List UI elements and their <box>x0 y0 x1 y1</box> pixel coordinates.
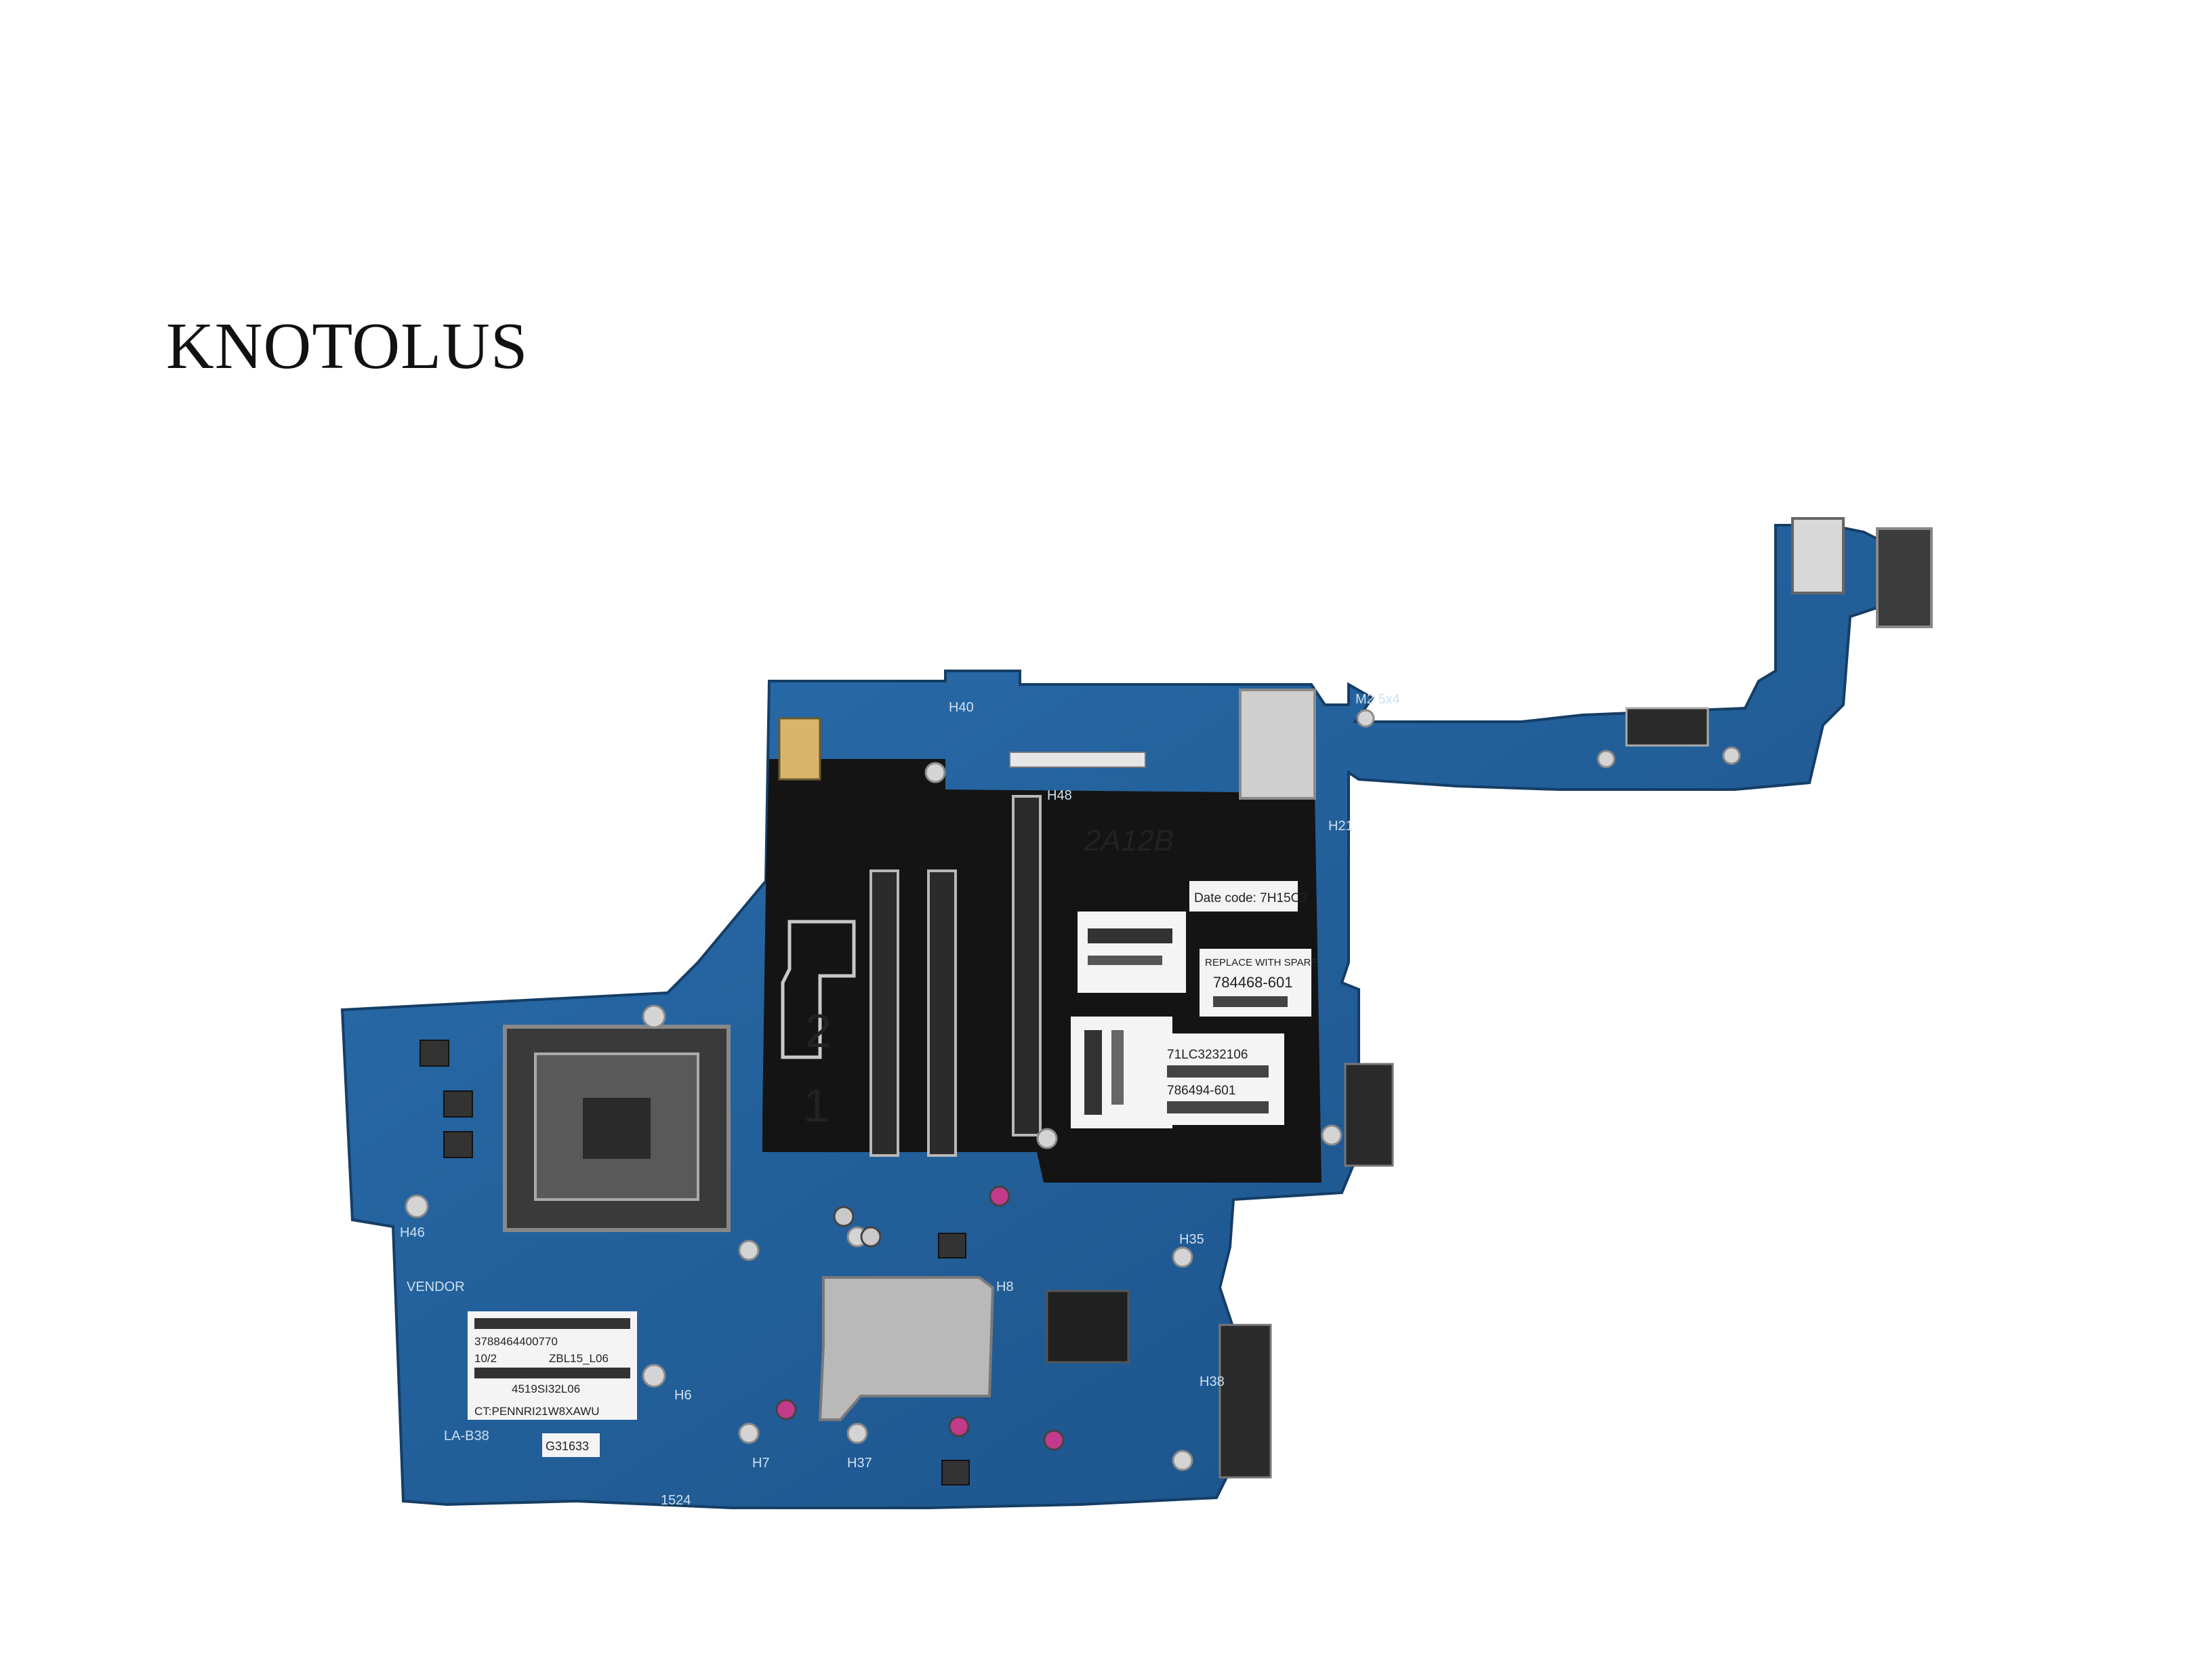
svg-text:4519SI32L06: 4519SI32L06 <box>512 1382 580 1395</box>
top-ribbon-connector <box>1009 752 1146 768</box>
slot-label-1: 1 <box>803 1079 830 1132</box>
silk-m2: M2 5x4 <box>1355 692 1400 707</box>
gpu-chip <box>1046 1290 1130 1364</box>
ram-slot-2 <box>927 869 957 1157</box>
silk-h6: H6 <box>674 1388 692 1403</box>
silk-h21: H21 <box>1328 819 1353 834</box>
cpu-socket-center <box>583 1098 651 1159</box>
svg-text:3788464400770: 3788464400770 <box>474 1335 558 1348</box>
sticker-replace-784468: REPLACE WITH SPARE 784468-601 <box>1200 949 1317 1017</box>
svg-text:CT:PENNRI21W8XAWU: CT:PENNRI21W8XAWU <box>474 1405 600 1418</box>
svg-text:784468-601: 784468-601 <box>1213 974 1292 991</box>
svg-text:71LC3232106: 71LC3232106 <box>1167 1048 1248 1062</box>
silk-vendor: VENDOR <box>407 1279 465 1294</box>
silk-h38: H38 <box>1200 1374 1225 1389</box>
svg-text:786494-601: 786494-601 <box>1167 1084 1235 1098</box>
inductors <box>419 1040 970 1486</box>
svg-text:10/2: 10/2 <box>474 1352 497 1365</box>
svg-text:ZBL15_L06: ZBL15_L06 <box>549 1352 609 1365</box>
silk-h46: H46 <box>400 1225 425 1240</box>
svg-text:REPLACE WITH SPARE: REPLACE WITH SPARE <box>1205 957 1317 968</box>
sticker-barcode-b <box>1071 1017 1172 1128</box>
sticker-barcode-a <box>1078 912 1186 993</box>
silk-h48: H48 <box>1047 788 1072 803</box>
slot-icon-outline <box>781 920 856 1059</box>
sticker-g31633: G31633 <box>542 1433 600 1457</box>
capacitors <box>775 1185 1065 1451</box>
usb-port <box>1791 517 1845 594</box>
silk-h7: H7 <box>752 1456 770 1471</box>
sticker-date-code: Date code: 7H15C3 <box>1189 881 1307 912</box>
power-jack <box>778 717 821 781</box>
sticker-71lc-786494: 71LC3232106 786494-601 <box>1162 1033 1284 1125</box>
ram-slot-3 <box>1012 795 1042 1136</box>
silk-la-b38: LA-B38 <box>444 1429 489 1443</box>
sticker-serial-label: 3788464400770 ZBL15_L06 10/2 4519SI32L06… <box>468 1311 637 1420</box>
handwritten-note: 2A12B <box>1084 824 1174 857</box>
slot-label-2: 2 <box>805 1004 832 1057</box>
silk-h8: H8 <box>996 1279 1014 1294</box>
silk-year: 1524 <box>661 1493 691 1508</box>
mounting-holes <box>405 709 1741 1471</box>
sata-connector-bottom <box>1218 1324 1272 1479</box>
brand-watermark: KNOTOLUS <box>166 310 529 383</box>
svg-text:G31633: G31633 <box>546 1439 589 1453</box>
chipset-heatsink <box>818 1276 995 1421</box>
ram-slot-1 <box>869 869 899 1157</box>
silk-h40: H40 <box>949 700 974 715</box>
svg-text:Date code: 7H15C3: Date code: 7H15C3 <box>1194 891 1307 905</box>
silk-h37: H37 <box>847 1456 872 1471</box>
battery-connector <box>1625 707 1709 747</box>
silk-h35: H35 <box>1179 1232 1204 1247</box>
vga-port <box>1876 527 1933 628</box>
sd-card-slot <box>1239 689 1316 800</box>
sata-connector-right <box>1344 1063 1394 1167</box>
